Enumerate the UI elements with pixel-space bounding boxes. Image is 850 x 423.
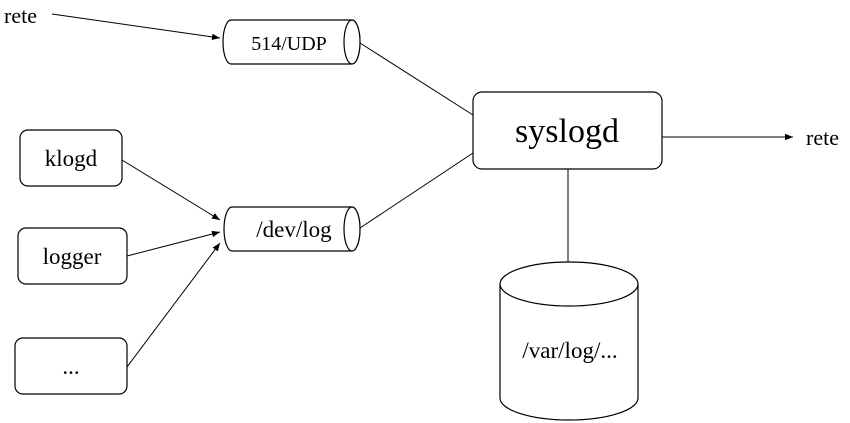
udp-socket-pipe: 514/UDP <box>222 19 361 65</box>
varlog-storage-cylinder: /var/log/... <box>499 261 639 421</box>
klogd-label: klogd <box>45 146 98 171</box>
logger-label: logger <box>43 244 102 269</box>
udp-socket-label: 514/UDP <box>251 33 327 55</box>
network-input-label: rete <box>4 3 37 28</box>
logger-node: logger <box>17 227 128 285</box>
syslogd-label: syslogd <box>515 113 619 150</box>
other-programs-node: ... <box>14 337 128 395</box>
syslogd-node: syslogd <box>472 91 663 170</box>
edge-udp-to-syslogd <box>359 42 474 116</box>
edge-klogd-to-devlog <box>121 159 221 221</box>
klogd-node: klogd <box>19 129 123 187</box>
network-output-label: rete <box>806 125 839 150</box>
devlog-socket-label: /dev/log <box>256 217 332 242</box>
varlog-label: /var/log/... <box>522 338 617 363</box>
edge-rete-to-udp <box>51 13 221 41</box>
edge-logger-to-devlog <box>126 230 221 257</box>
edge-other-to-devlog <box>126 242 221 368</box>
devlog-socket-pipe: /dev/log <box>223 206 361 252</box>
other-programs-label: ... <box>62 354 79 379</box>
edge-devlog-to-syslogd <box>359 152 474 229</box>
edges <box>51 13 793 368</box>
